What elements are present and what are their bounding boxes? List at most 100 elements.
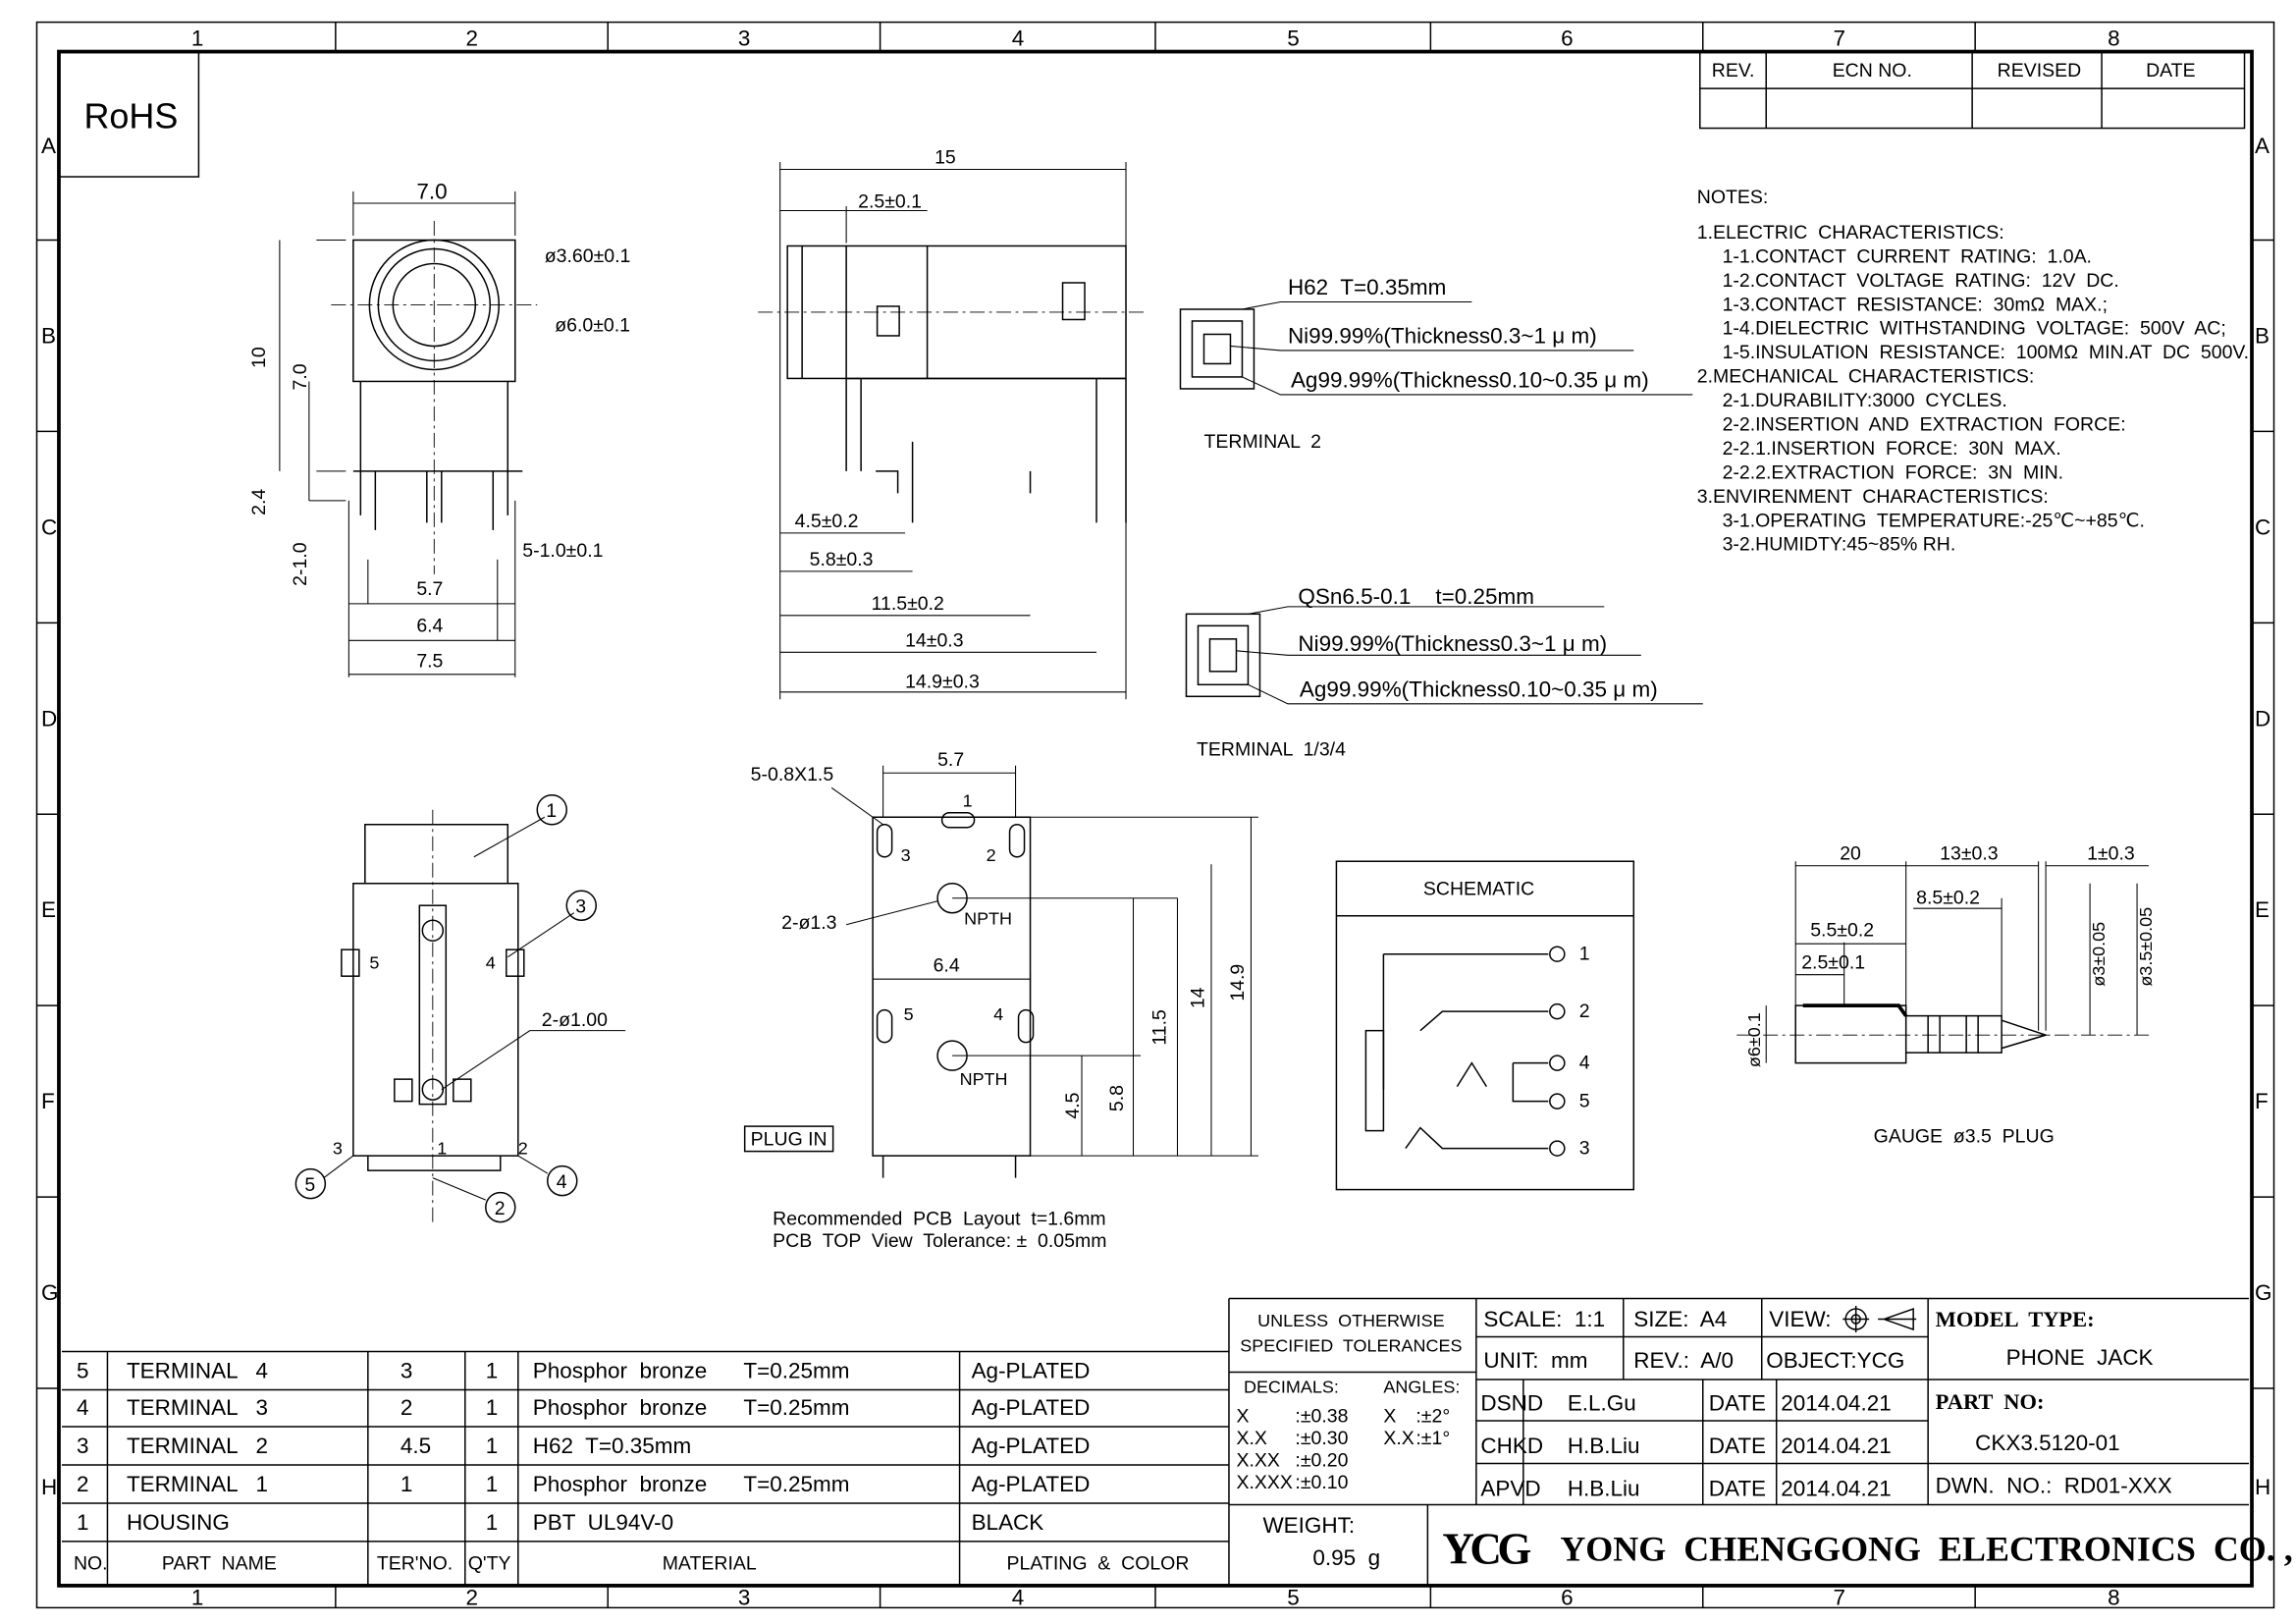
bom-cell: 1 — [77, 1510, 89, 1535]
bom-cell: TERMINAL 4 — [127, 1359, 268, 1383]
dim: 5.5±0.2 — [1810, 920, 1874, 942]
bom-cell: Ag-PLATED — [972, 1434, 1091, 1458]
terminal-134-layer-ni: Ni99.99%(Thickness0.3~1 μ m) — [1298, 631, 1607, 656]
schematic: SCHEMATIC 1 2 4 5 3 — [1335, 860, 1635, 1191]
column-marker: 2 — [466, 1585, 479, 1609]
projection-symbol-icon — [1842, 1306, 1917, 1333]
terminal-134-section: QSn6.5-0.1 t=0.25mm Ni99.99%(Thickness0.… — [1185, 584, 1703, 760]
dim: 20 — [1840, 843, 1861, 865]
dim: ø6.0±0.1 — [555, 314, 630, 336]
dim: 11.5 — [1148, 1009, 1170, 1046]
note-line: 2-2.INSERTION AND EXTRACTION FORCE: — [1712, 414, 2126, 436]
row-marker: F — [41, 1089, 55, 1113]
pcb-layout: 5-0.8X1.5 5.7 2-ø1.3 6.4 11.5 14 14.9 4.… — [743, 749, 1258, 1252]
note-line: 3-1.OPERATING TEMPERATURE:-25℃~+85℃. — [1712, 510, 2145, 531]
dim: 8.5±0.2 — [1916, 888, 1980, 909]
note-line: 3-2.HUMIDTY:45~85% RH. — [1712, 534, 1956, 556]
balloon-4: 4 — [557, 1171, 567, 1193]
note-line: 2-2.1.INSERTION FORCE: 30N MAX. — [1712, 438, 2061, 460]
terminal-2-material: H62 T=0.35mm — [1288, 275, 1446, 299]
bom-cell: 1 — [486, 1510, 499, 1535]
bom-cell: 2 — [400, 1395, 413, 1420]
bom-cell: 1 — [400, 1472, 413, 1496]
bom-cell: TERMINAL 2 — [127, 1434, 268, 1458]
pin-label: 4 — [993, 1004, 1003, 1024]
bottom-view: 1 2 3 4 5 5 4 3 1 2 2-ø1.00 — [294, 794, 626, 1223]
column-marker: 4 — [1012, 1585, 1025, 1609]
row-marker: A — [41, 134, 56, 158]
bom-cell: 2 — [77, 1472, 89, 1496]
dim: ø6±0.1 — [1744, 1012, 1764, 1067]
signoff-name: H.B.Liu — [1568, 1476, 1640, 1500]
column-marker: 3 — [738, 1585, 751, 1609]
bom-cell: BLACK — [972, 1510, 1044, 1535]
signoff-role: DSND — [1480, 1390, 1543, 1415]
dim: 14 — [1187, 987, 1208, 1008]
column-marker: 7 — [1833, 27, 1845, 51]
npth-label: NPTH — [960, 1069, 1008, 1089]
row-marker: G — [2255, 1280, 2271, 1305]
bom-cell: HOUSING — [127, 1510, 230, 1535]
dim: 15 — [934, 147, 956, 169]
terminal-134-layer-ag: Ag99.99%(Thickness0.10~0.35 μ m) — [1300, 677, 1658, 701]
size-value: SIZE: A4 — [1633, 1307, 1727, 1331]
row-marker: C — [2255, 514, 2270, 539]
signoff-name: E.L.Gu — [1568, 1390, 1636, 1415]
note-line: 1-4.DIELECTRIC WITHSTANDING VOLTAGE: 500… — [1712, 318, 2226, 340]
row-marker: H — [41, 1475, 57, 1499]
bom-cell: 4.5 — [400, 1434, 431, 1458]
bom-cell: TERMINAL 3 — [127, 1395, 268, 1420]
pin-label: 4 — [1579, 1053, 1590, 1074]
weight-value: 0.95 g — [1312, 1545, 1380, 1570]
note-line: 3.ENVIRENMENT CHARACTERISTICS: — [1697, 486, 2049, 508]
unit-value: UNIT: mm — [1483, 1348, 1587, 1373]
note-line: 1.ELECTRIC CHARACTERISTICS: — [1697, 222, 2004, 244]
bom-cell: Phosphor bronze T=0.25mm — [533, 1472, 850, 1496]
dim: 14±0.3 — [905, 629, 963, 651]
dim: 14.9±0.3 — [905, 671, 980, 692]
bom-cell: PBT UL94V-0 — [533, 1510, 673, 1535]
company-name: YONG CHENGGONG ELECTRONICS CO. , LTD. — [1560, 1529, 2296, 1568]
column-marker: 8 — [2108, 1585, 2120, 1609]
part-no-label: PART NO: — [1936, 1389, 2045, 1414]
tolerance-value: X.X — [1383, 1428, 1414, 1449]
note-line: 2-2.2.EXTRACTION FORCE: 3N MIN. — [1712, 461, 2063, 483]
tolerance-value: :±1° — [1415, 1428, 1450, 1449]
signoff-date: 2014.04.21 — [1781, 1434, 1892, 1458]
pin-label: 2 — [1579, 1001, 1590, 1022]
schematic-title: SCHEMATIC — [1423, 879, 1534, 900]
dim: ø3.5±0.05 — [2136, 907, 2156, 987]
view-label: VIEW: — [1769, 1307, 1831, 1331]
row-marker: E — [2255, 897, 2269, 922]
model-type: PHONE JACK — [2006, 1345, 2154, 1370]
bom-header: NO. — [74, 1552, 108, 1574]
dim: 5.7 — [937, 749, 964, 771]
bom-cell: Ag-PLATED — [972, 1359, 1091, 1383]
balloon-2: 2 — [495, 1198, 506, 1219]
column-marker: 6 — [1561, 1585, 1574, 1609]
signoff-date: 2014.04.21 — [1781, 1390, 1892, 1415]
bom-cell: Phosphor bronze T=0.25mm — [533, 1359, 850, 1383]
row-marker: H — [2255, 1475, 2270, 1499]
row-marker: D — [41, 706, 57, 731]
tolerance-heading: SPECIFIED TOLERANCES — [1240, 1336, 1462, 1356]
dim: 7.0 — [416, 180, 447, 204]
row-marker: F — [2255, 1089, 2269, 1113]
pcb-caption: PCB TOP View Tolerance: ± 0.05mm — [773, 1230, 1106, 1252]
tolerance-value: :±0.10 — [1295, 1472, 1348, 1493]
date-label: DATE — [1709, 1390, 1766, 1415]
pin-label: 2 — [987, 845, 996, 865]
bom-cell: H62 T=0.35mm — [533, 1434, 691, 1458]
dim: 13±0.3 — [1940, 843, 1998, 865]
dim: 4.5±0.2 — [795, 511, 859, 532]
bom-cell: Ag-PLATED — [972, 1472, 1091, 1496]
dim: 2.5±0.1 — [858, 191, 922, 213]
tolerance-value: :±2° — [1415, 1405, 1450, 1427]
signoff-role: APVD — [1480, 1476, 1540, 1500]
column-marker: 5 — [1287, 1585, 1300, 1609]
balloon-3: 3 — [575, 896, 586, 918]
bom-cell: 1 — [486, 1395, 499, 1420]
pin-label: 5 — [904, 1004, 914, 1024]
terminal-2-layer-ag: Ag99.99%(Thickness0.10~0.35 μ m) — [1291, 367, 1649, 392]
